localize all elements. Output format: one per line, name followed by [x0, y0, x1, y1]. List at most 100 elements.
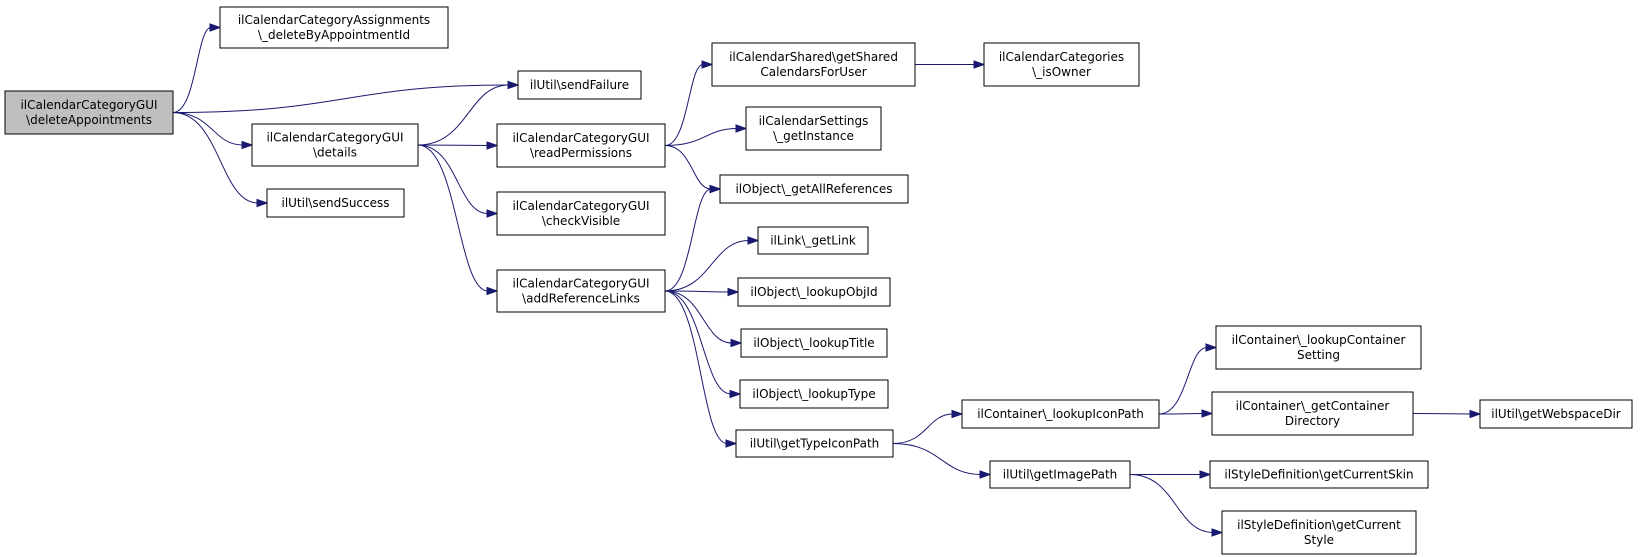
node-lookupObjId[interactable]: ilObject\_lookupObjId	[737, 277, 891, 307]
node-label-line: \_deleteByAppointmentId	[258, 28, 410, 42]
node-label-line: Setting	[1297, 348, 1340, 362]
edge-readPermissions-to-getInstance	[664, 124, 748, 146]
node-getCurrentSkin[interactable]: ilStyleDefinition\getCurrentSkin	[1209, 460, 1429, 489]
edge-line	[664, 290, 732, 395]
node-layer: ilCalendarCategoryGUI\deleteAppointments…	[4, 6, 1633, 555]
arrowhead-icon	[701, 60, 714, 69]
node-label-line: CalendarsForUser	[760, 65, 866, 79]
node-label-line: ilCalendarCategoryGUI	[20, 98, 157, 112]
edge-getImagePath-to-getCurrentSkin	[1130, 470, 1212, 479]
node-readPermissions[interactable]: ilCalendarCategoryGUI\readPermissions	[496, 123, 666, 168]
edge-line	[172, 27, 212, 113]
node-getWebspaceDir[interactable]: ilUtil\getWebspaceDir	[1479, 399, 1633, 429]
node-lookupTitle[interactable]: ilObject\_lookupTitle	[740, 328, 888, 358]
arrowhead-icon	[725, 439, 738, 448]
arrowhead-icon	[507, 80, 520, 90]
node-label-line: ilUtil\sendSuccess	[281, 196, 389, 210]
node-label-line: ilContainer\_getContainer	[1236, 399, 1390, 413]
edge-line	[172, 84, 510, 113]
edge-addReferenceLinks-to-lookupType	[664, 290, 742, 399]
node-deleteByAppointmentId[interactable]: ilCalendarCategoryAssignments\_deleteByA…	[219, 6, 449, 49]
node-box	[711, 42, 916, 87]
node-sendSuccess[interactable]: ilUtil\sendSuccess	[266, 188, 405, 218]
arrowhead-icon	[486, 141, 499, 150]
node-details[interactable]: ilCalendarCategoryGUI\details	[251, 123, 419, 167]
edge-line	[664, 128, 738, 146]
node-isOwner[interactable]: ilCalendarCategories\_isOwner	[983, 42, 1140, 87]
node-label-line: ilStyleDefinition\getCurrent	[1237, 518, 1401, 532]
node-label-line: ilCalendarSettings	[759, 114, 869, 128]
edge-getContainerDirectory-to-getWebspaceDir	[1412, 409, 1482, 419]
node-label-line: ilCalendarCategoryGUI	[512, 277, 649, 291]
edge-details-to-addReferenceLinks	[417, 144, 499, 296]
edge-line	[1129, 474, 1214, 533]
node-label-line: ilContainer\_lookupIconPath	[977, 407, 1144, 421]
edge-lookupIconPath-to-getContainerDirectory	[1158, 409, 1214, 418]
edge-addReferenceLinks-to-getTypeIconPath	[664, 290, 738, 448]
edge-line	[664, 290, 733, 344]
node-box	[737, 277, 891, 307]
arrowhead-icon	[241, 140, 254, 150]
edge-line	[664, 240, 750, 292]
node-box	[517, 70, 642, 100]
node-box	[983, 42, 1140, 87]
node-getInstance[interactable]: ilCalendarSettings\_getInstance	[745, 106, 882, 151]
node-label-line: \deleteAppointments	[26, 113, 152, 127]
arrowhead-icon	[1469, 409, 1482, 419]
node-label-line: ilObject\_lookupType	[752, 387, 875, 401]
arrowhead-icon	[1211, 528, 1224, 537]
node-getSharedCalendarsForUser[interactable]: ilCalendarShared\getSharedCalendarsForUs…	[711, 42, 916, 87]
arrowhead-icon	[486, 286, 499, 296]
node-getTypeIconPath[interactable]: ilUtil\getTypeIconPath	[735, 429, 894, 458]
edge-line	[664, 145, 712, 190]
node-label-line: ilCalendarCategoryGUI	[512, 199, 649, 213]
node-getAllReferences[interactable]: ilObject\_getAllReferences	[719, 174, 909, 204]
node-box	[251, 123, 419, 167]
edge-lookupIconPath-to-lookupContainerSetting	[1158, 343, 1218, 415]
node-box	[1215, 325, 1422, 370]
node-box	[735, 429, 894, 458]
node-label-line: Style	[1304, 533, 1334, 547]
node-label-line: ilCalendarCategoryGUI	[266, 131, 403, 145]
edge-addReferenceLinks-to-getAllReferences	[664, 184, 722, 292]
node-box	[266, 188, 405, 218]
node-checkVisible[interactable]: ilCalendarCategoryGUI\checkVisible	[496, 191, 666, 236]
node-box	[757, 226, 869, 255]
edge-root-to-details	[172, 112, 254, 150]
edge-getImagePath-to-getCurrentStyle	[1129, 474, 1224, 537]
node-label-line: Directory	[1285, 414, 1340, 428]
edge-root-to-sendFailure	[172, 80, 520, 113]
node-addReferenceLinks[interactable]: ilCalendarCategoryGUI\addReferenceLinks	[496, 269, 666, 313]
edge-details-to-readPermissions	[417, 141, 499, 150]
node-getImagePath[interactable]: ilUtil\getImagePath	[989, 460, 1131, 489]
arrowhead-icon	[951, 409, 964, 419]
edge-line	[664, 290, 728, 444]
node-label-line: \_getInstance	[773, 129, 854, 143]
node-label-line: ilLink\_getLink	[770, 234, 856, 248]
node-box	[745, 106, 882, 151]
edge-getTypeIconPath-to-getImagePath	[892, 443, 992, 479]
node-label-line: ilCalendarShared\getShared	[729, 50, 898, 64]
node-box	[719, 174, 909, 204]
node-label-line: ilObject\_lookupObjId	[750, 285, 877, 299]
arrowhead-icon	[486, 209, 499, 218]
edge-addReferenceLinks-to-lookupObjId	[664, 287, 740, 297]
arrowhead-icon	[730, 338, 743, 348]
edge-line	[892, 413, 954, 444]
node-box	[740, 328, 888, 358]
node-label-line: ilUtil\getTypeIconPath	[750, 437, 880, 451]
node-root[interactable]: ilCalendarCategoryGUI\deleteAppointments	[4, 90, 174, 135]
edge-line	[172, 112, 244, 146]
node-lookupType[interactable]: ilObject\_lookupType	[739, 379, 889, 409]
node-label-line: ilCalendarCategoryAssignments	[238, 13, 430, 27]
edge-line	[417, 144, 489, 292]
node-box	[219, 6, 449, 49]
edge-line	[417, 144, 489, 214]
node-sendFailure[interactable]: ilUtil\sendFailure	[517, 70, 642, 100]
arrowhead-icon	[979, 470, 992, 479]
node-lookupIconPath[interactable]: ilContainer\_lookupIconPath	[961, 399, 1160, 429]
node-getLink[interactable]: ilLink\_getLink	[757, 226, 869, 255]
